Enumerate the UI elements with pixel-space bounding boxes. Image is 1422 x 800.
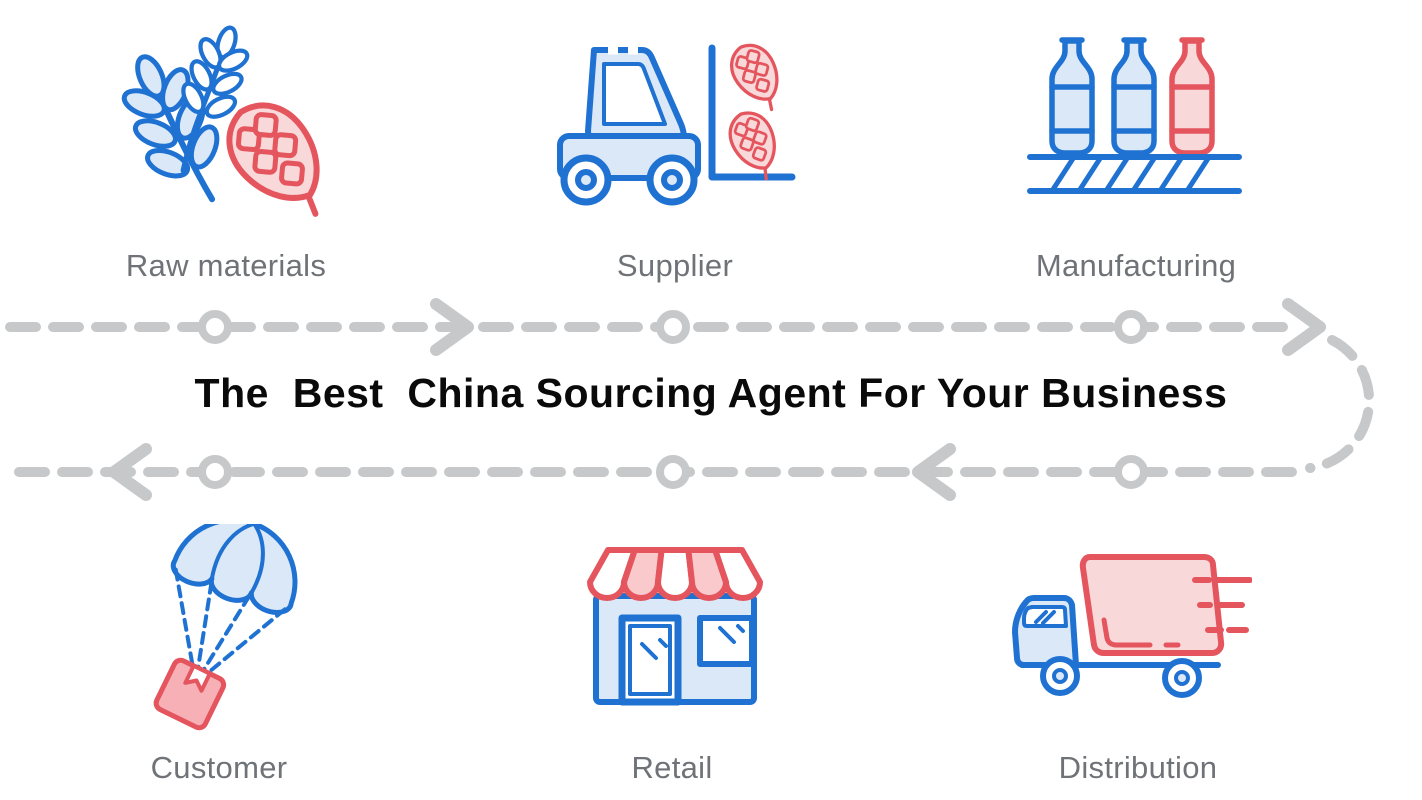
flow-node-icon	[1114, 455, 1148, 489]
flow-arrow-left-icon	[912, 443, 956, 501]
page-title: The Best China Sourcing Agent For Your B…	[194, 370, 1228, 416]
flow-node-icon	[656, 310, 690, 344]
stage-label-distribution: Distribution	[1058, 750, 1218, 785]
delivery-truck-icon	[1012, 554, 1252, 698]
flow-node-icon	[1114, 310, 1148, 344]
wheat-and-hops-icon	[121, 25, 362, 235]
stage-manufacturing	[1022, 25, 1247, 200]
bottles-conveyor-icon	[1027, 25, 1242, 194]
stage-label-customer: Customer	[150, 750, 288, 785]
stage-label-retail: Retail	[631, 750, 713, 785]
flow-node-icon	[656, 455, 690, 489]
forklift-icon	[557, 35, 796, 206]
stage-label-supplier: Supplier	[616, 248, 734, 283]
stage-label-raw-materials: Raw materials	[125, 248, 327, 283]
storefront-icon	[587, 547, 763, 706]
flow-arrow-left-icon	[108, 443, 152, 501]
stage-retail	[582, 544, 767, 709]
stage-label-manufacturing: Manufacturing	[1035, 248, 1237, 283]
parachute-package-icon	[153, 524, 298, 731]
stage-distribution	[1012, 552, 1252, 707]
stage-raw-materials	[112, 0, 362, 235]
flow-node-icon	[198, 310, 232, 344]
stage-supplier	[550, 20, 805, 215]
flow-line-curve	[1305, 335, 1375, 473]
flow-arrow-right-icon	[430, 298, 474, 356]
stage-customer	[147, 524, 302, 734]
flow-node-icon	[198, 455, 232, 489]
flow-route	[5, 298, 1375, 501]
flow-arrow-right-icon	[1282, 298, 1326, 356]
